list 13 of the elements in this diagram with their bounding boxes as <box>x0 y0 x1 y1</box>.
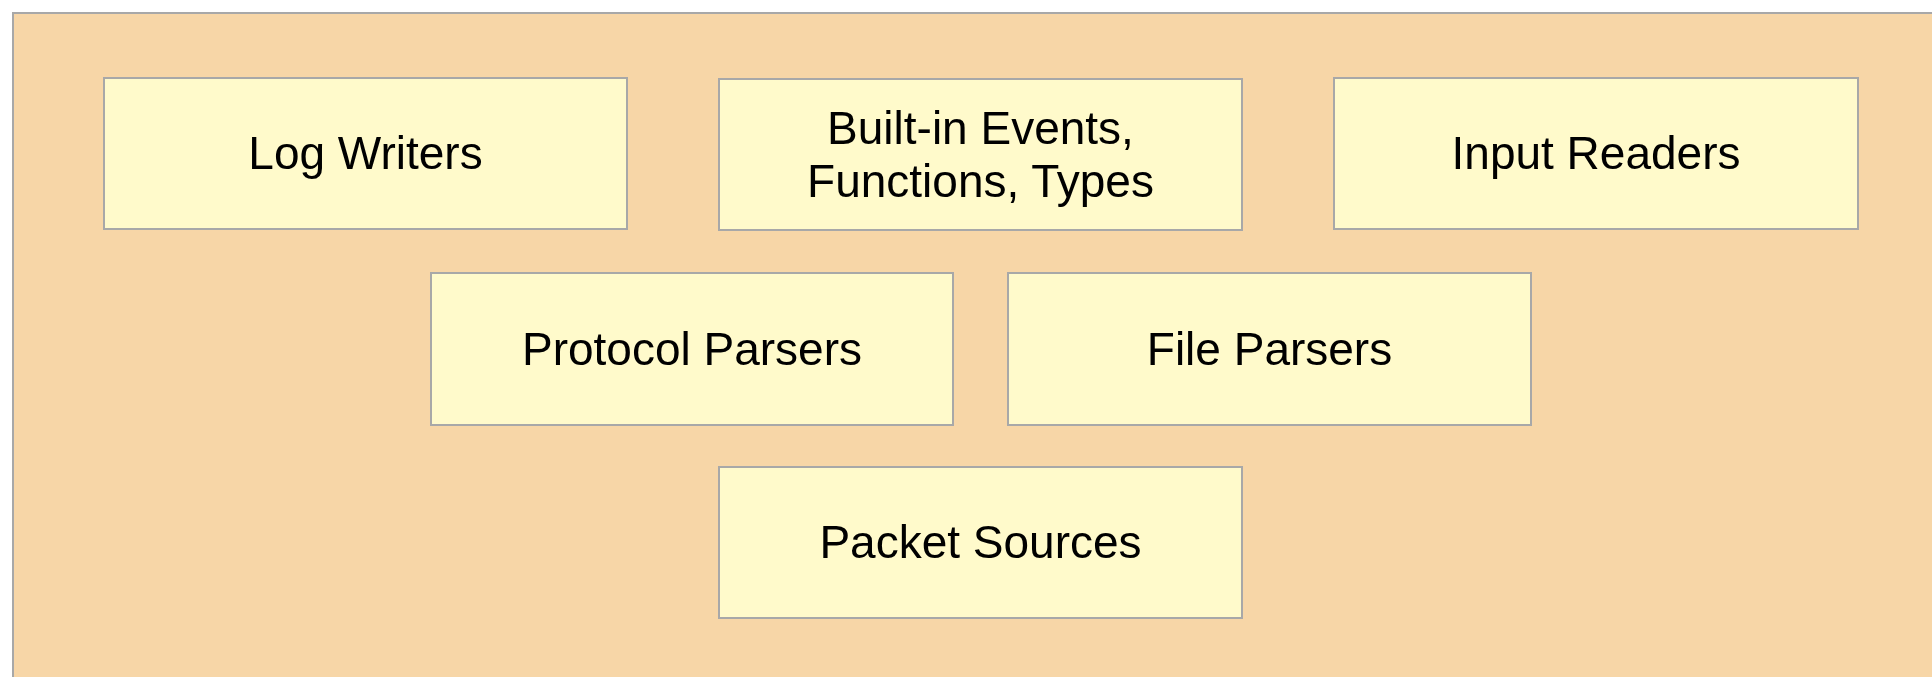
box-label: Built-in Events, Functions, Types <box>806 101 1155 208</box>
box-label: File Parsers <box>1146 322 1393 376</box>
box-label: Input Readers <box>1451 127 1741 180</box>
module-box <box>103 77 628 230</box>
module-box <box>1333 77 1859 230</box>
box-label: Packet Sources <box>819 516 1142 569</box>
module-box <box>430 272 954 426</box>
box-label: Log Writers <box>248 127 483 180</box>
background-panel <box>12 12 1932 677</box>
box-label: Protocol Parsers <box>522 322 862 376</box>
module-box <box>1007 272 1532 426</box>
module-box <box>718 466 1243 619</box>
module-box <box>718 78 1243 231</box>
